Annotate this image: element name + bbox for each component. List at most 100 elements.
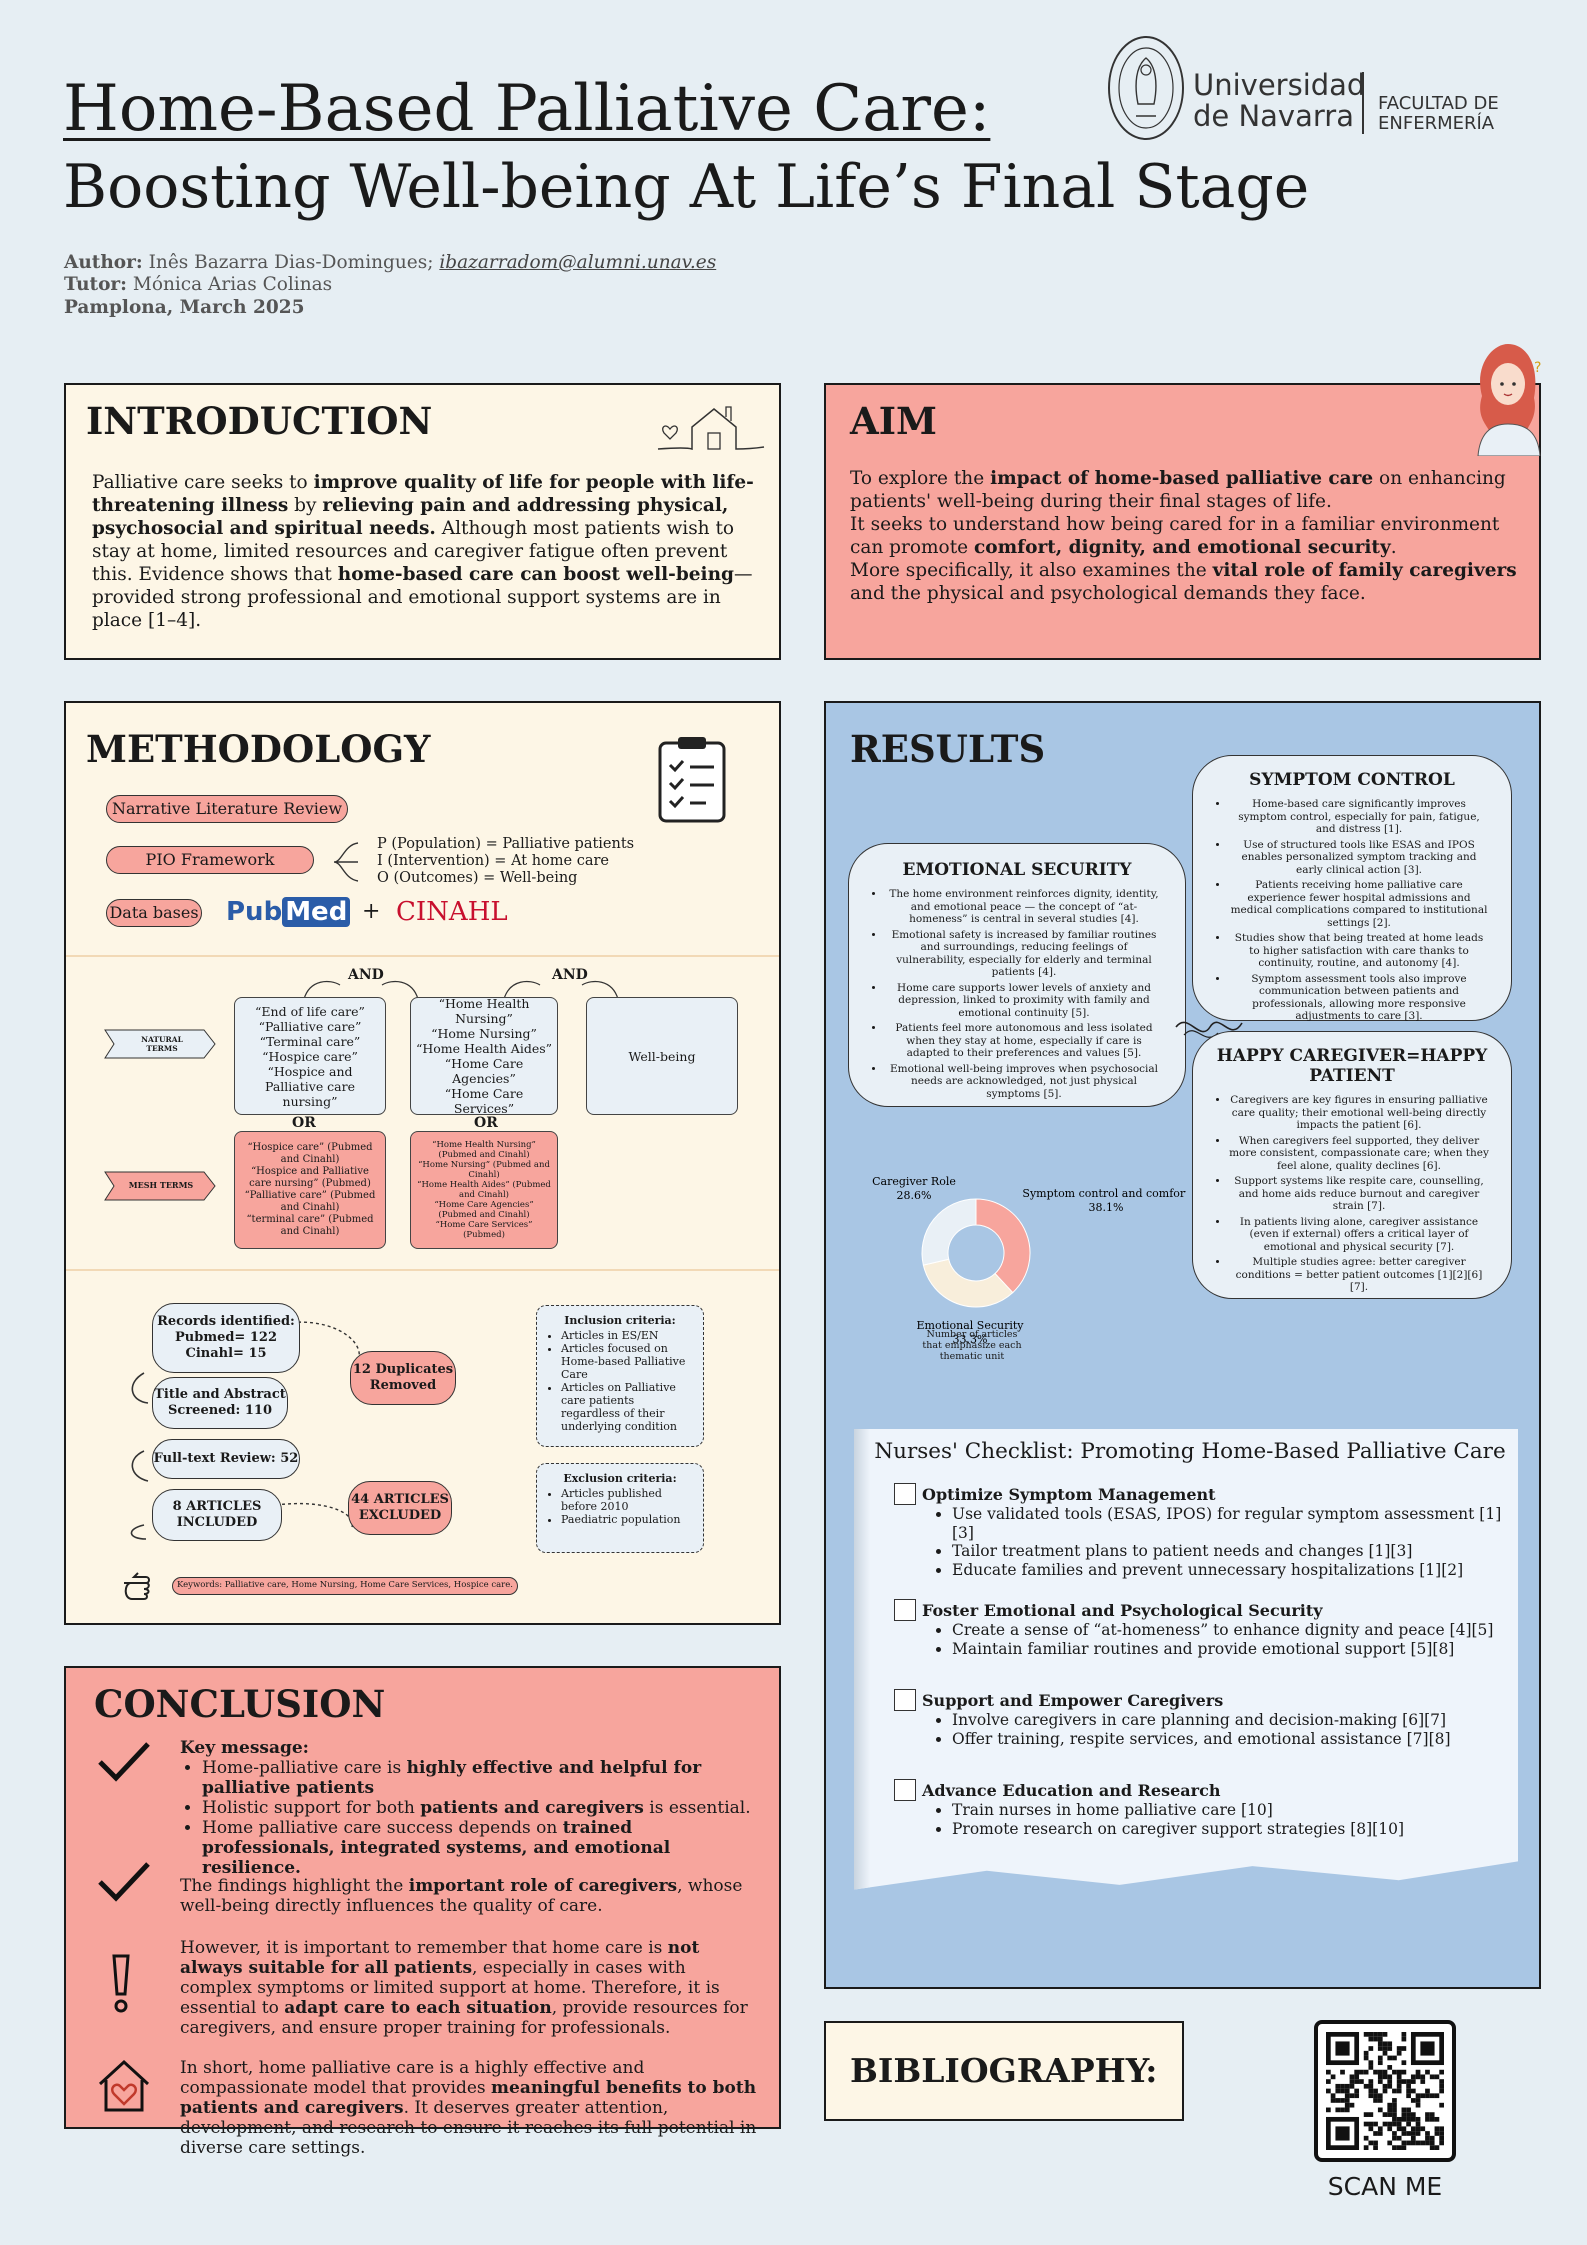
symptom-item: Studies show that being treated at home … (1229, 932, 1489, 970)
qr-code-icon (1326, 2032, 1444, 2150)
inclusion-criteria-box: Inclusion criteria: Articles in ES/ENArt… (536, 1305, 704, 1447)
natural-term: “Home Health Aides” (415, 1041, 553, 1056)
divider-2 (66, 1269, 779, 1271)
included-node: 8 ARTICLES INCLUDED (152, 1489, 282, 1541)
checklist-checkbox[interactable] (894, 1779, 916, 1801)
university-name-line1: Universidad (1193, 68, 1366, 102)
included-l2: INCLUDED (176, 1515, 258, 1530)
logo-divider (1362, 72, 1364, 134)
tutor-line: Tutor: Mónica Arias Colinas (64, 274, 332, 295)
qr-code[interactable] (1314, 2020, 1456, 2162)
checklist-item: Offer training, respite services, and em… (952, 1730, 1451, 1749)
conclusion-summary-text: In short, home palliative care is a high… (180, 2058, 760, 2158)
aim-t3: It seeks to understand how being cared f… (850, 514, 1500, 558)
fulltext-node: Full-text Review: 52 (152, 1439, 300, 1479)
checklist-items: Train nurses in home palliative care [10… (930, 1801, 1404, 1838)
mesh-term: “Home Care Agencies” (Pubmed and Cinahl) (434, 1200, 534, 1220)
aim-b2: comfort, dignity, and emotional security (973, 537, 1391, 558)
inclusion-item: Articles in ES/EN (561, 1329, 695, 1342)
mesh-terms-tag: MESH TERMS (104, 1171, 216, 1205)
pio-intervention: I (Intervention) = At home care (377, 853, 610, 869)
mesh-terms-box-2: “Home Health Nursing” (Pubmed and Cinahl… (410, 1131, 558, 1249)
aim-b3: vital role of family caregivers (1212, 560, 1517, 581)
p2a: The findings highlight the (180, 1876, 409, 1896)
emotional-security-title: EMOTIONAL SECURITY (902, 860, 1132, 880)
mesh-term: “Hospice care” (Pubmed and Cinahl) (247, 1142, 373, 1165)
pio-outcomes: O (Outcomes) = Well-being (377, 870, 578, 886)
natural-term: “Home Nursing” (431, 1026, 537, 1041)
checklist-title: Nurses' Checklist: Promoting Home-Based … (874, 1439, 1506, 1464)
intro-t4: —provided strong professional and emotio… (92, 564, 753, 631)
author-name: Inês Bazarra Dias-Domingues; (148, 252, 434, 273)
narrative-review-pill: Narrative Literature Review (106, 795, 348, 823)
checkmark-icon (96, 1740, 152, 1788)
label-symptom-pct: 38.1% (1089, 1201, 1124, 1214)
inclusion-list: Articles in ES/ENArticles focused on Hom… (545, 1329, 695, 1433)
faculty-name-line2: ENFERMERÍA (1378, 113, 1495, 134)
checklist-checkbox[interactable] (894, 1483, 916, 1505)
introduction-title: INTRODUCTION (86, 399, 433, 443)
intro-t3: Although most patients wish to stay at h… (92, 518, 735, 585)
intro-t1: Palliative care seeks to (92, 472, 314, 493)
records-l2: Pubmed= 122 (175, 1330, 277, 1345)
k3b: trained professionals, integrated system… (202, 1818, 671, 1878)
natural-terms-tag: NATURAL TERMS (104, 1029, 216, 1063)
checklist-checkbox[interactable] (894, 1689, 916, 1711)
aim-t1: To explore the (850, 468, 991, 489)
pio-brace-arrow-icon (332, 837, 364, 891)
exclusion-item: Paediatric population (561, 1513, 695, 1526)
checklist-items: Use validated tools (ESAS, IPOS) for reg… (930, 1505, 1518, 1579)
inclusion-item: Articles focused on Home-based Palliativ… (561, 1342, 695, 1381)
emotional-item: Home care supports lower levels of anxie… (885, 982, 1163, 1020)
checklist-items: Create a sense of “at-homeness” to enhan… (930, 1621, 1493, 1658)
natural-term: “Home Care Services” (444, 1086, 524, 1116)
poster-title-line1: Home-Based Palliative Care: (63, 72, 991, 146)
aim-t6: and the physical and psychological deman… (850, 583, 1366, 604)
checklist-item: Involve caregivers in care planning and … (952, 1711, 1451, 1730)
emotional-item: Emotional well-being improves when psych… (885, 1063, 1163, 1101)
aim-t4: . (1390, 537, 1397, 558)
svg-text:?: ? (1534, 360, 1541, 376)
natural-term: “Terminal care” (259, 1033, 361, 1049)
k1b: highly effective and helpful for palliat… (202, 1758, 702, 1798)
thematic-donut-chart: Caregiver Role 28.6% Symptom control and… (872, 1175, 1186, 1346)
pio-framework-pill: PIO Framework (106, 846, 314, 874)
faculty-name: FACULTAD DE ENFERMERÍA (1378, 94, 1499, 134)
emotional-item: Patients feel more autonomous and less i… (885, 1022, 1163, 1060)
author-line: Author: Inês Bazarra Dias-Domingues; iba… (64, 252, 716, 274)
checklist-item: Use validated tools (ESAS, IPOS) for reg… (952, 1505, 1518, 1542)
p3c: , especially in cases with complex sympt… (180, 1958, 720, 2018)
screened-l2: Screened: 110 (168, 1403, 272, 1418)
natural-term: “Hospice care” (262, 1048, 358, 1064)
pio-population: P (Population) = Palliative patients (377, 836, 635, 852)
place-date: Pamplona, March 2025 (64, 297, 305, 318)
included-l1: 8 ARTICLES (172, 1499, 262, 1514)
aim-b1: impact of home-based palliative care (990, 468, 1374, 489)
poster-title-line2: Boosting Well-being At Life’s Final Stag… (63, 152, 1310, 222)
aim-t5: More specifically, it also examines the (850, 560, 1213, 581)
checklist-items: Involve caregivers in care planning and … (930, 1711, 1451, 1748)
mesh-term: “Home Health Aides” (Pubmed and Cinahl) (417, 1180, 551, 1200)
conclusion-section: CONCLUSION Key message: Home-palliative … (64, 1666, 781, 2158)
tutor-name: Mónica Arias Colinas (132, 274, 333, 295)
author-email-link[interactable]: ibazarradom@alumni.unav.es (439, 252, 717, 273)
intro-b3: home-based care can boost well-being (337, 564, 734, 585)
key-point-1: Home-palliative care is highly effective… (202, 1758, 760, 1798)
p3d: adapt care to each situation (284, 1998, 552, 2018)
donut-slice-1 (922, 1258, 1014, 1308)
checklist-checkbox[interactable] (894, 1599, 916, 1621)
or-label-1: OR (292, 1115, 316, 1131)
clipboard-checklist-icon (656, 735, 728, 827)
natural-terms-box-3: Well-being (586, 997, 738, 1115)
mesh-term: “Home Nursing” (Pubmed and Cinahl) (418, 1160, 550, 1180)
exclusion-title: Exclusion criteria: (563, 1472, 677, 1485)
bibliography-section[interactable]: BIBLIOGRAPHY: (824, 2021, 1184, 2121)
label-symptom-name: Symptom control and comfort (1022, 1187, 1186, 1200)
tutor-label: Tutor: (64, 274, 127, 295)
chart-caption: Number of articles that emphasize each t… (922, 1329, 1022, 1362)
and-label-2: AND (552, 967, 588, 983)
intro-b1: improve quality of life for people with … (92, 472, 754, 516)
symptom-item: Patients receiving home palliative care … (1229, 879, 1489, 929)
inclusion-item: Articles on Palliative care patients reg… (561, 1381, 695, 1433)
happy-caregiver-bubble: HAPPY CAREGIVER=HAPPY PATIENT Caregivers… (1192, 1031, 1512, 1299)
